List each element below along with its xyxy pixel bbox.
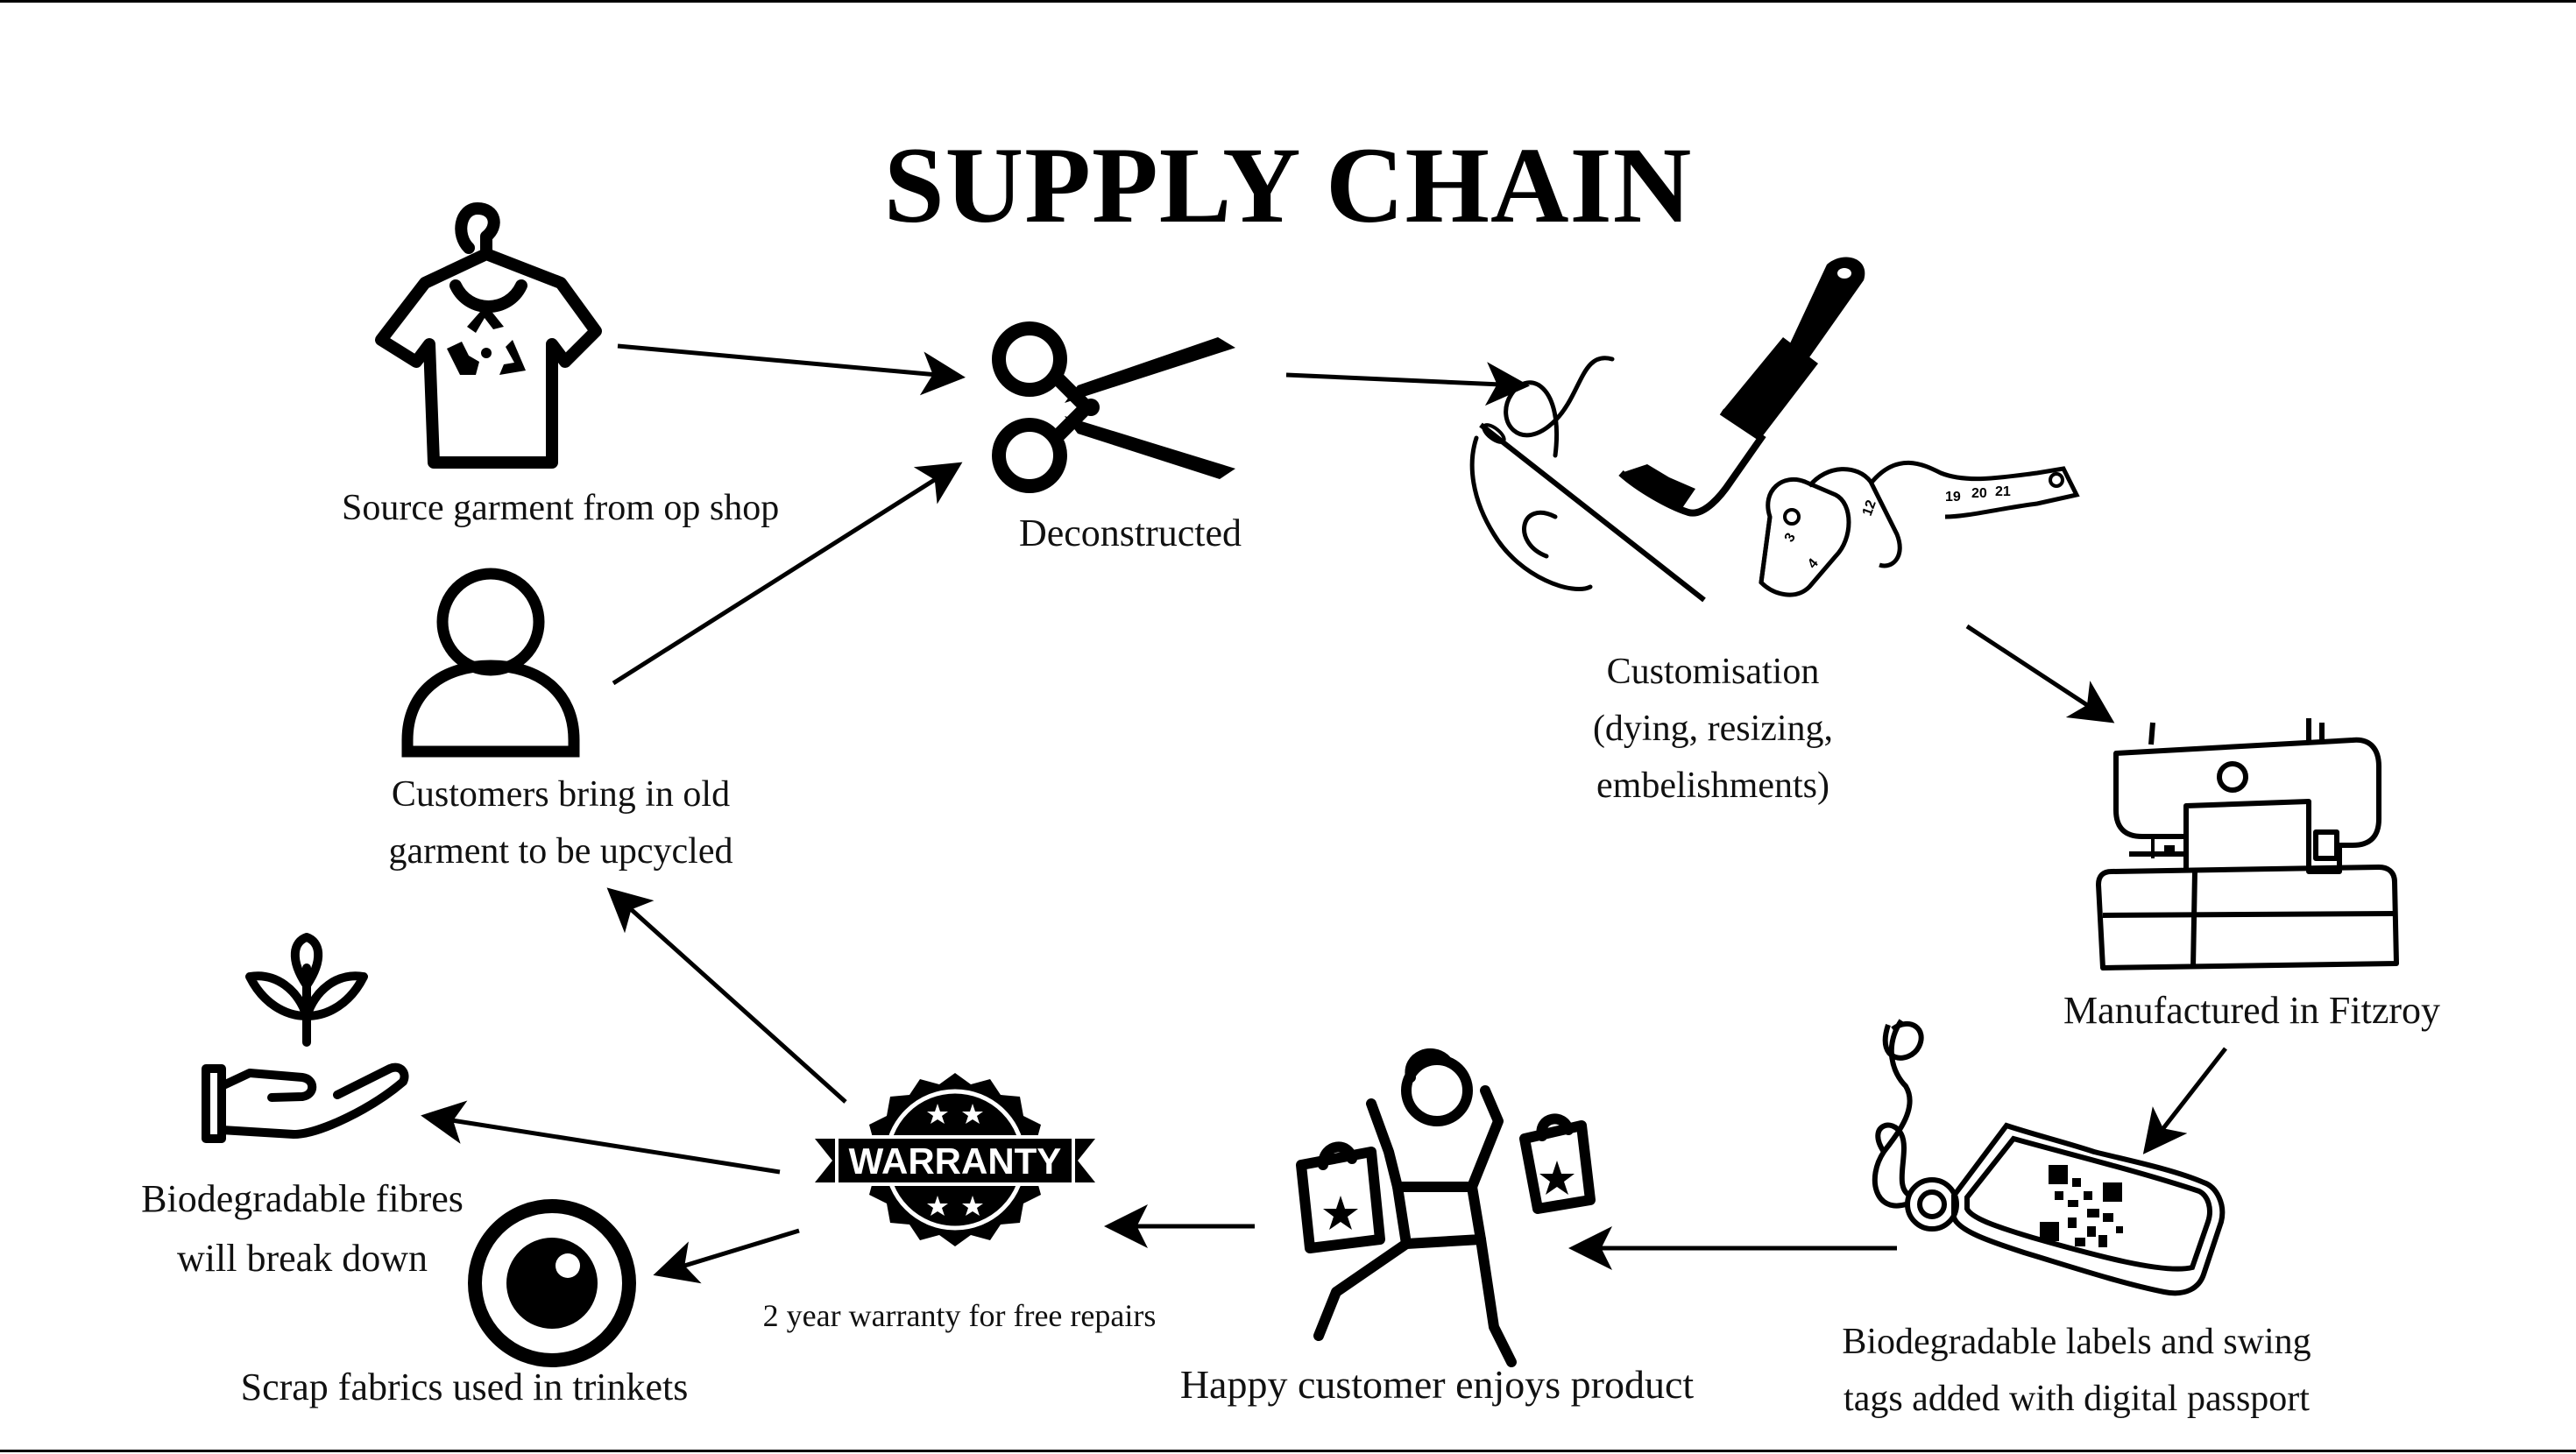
plant-in-hand-icon: [202, 933, 409, 1143]
svg-text:20: 20: [1971, 486, 1987, 501]
person-icon: [401, 568, 580, 758]
arrow-warranty-to-scrap: [653, 1228, 800, 1284]
labels-label: Biodegradable labels and swing tags adde…: [1779, 1314, 2374, 1428]
warranty-badge-icon: WARRANTY: [815, 1073, 1095, 1246]
customers-label-line1: Customers bring in old: [391, 774, 731, 815]
warranty-label: 2 year warranty for free repairs: [762, 1298, 1157, 1333]
customisation-label: Customisation (dying, resizing, embelish…: [1529, 644, 1897, 815]
swing-tag-qr-icon: [1872, 1019, 2226, 1296]
source-label: Source garment from op shop: [342, 488, 780, 528]
arrow-manufactured-to-labels: [2142, 1047, 2227, 1154]
fibres-label: Biodegradable fibres will break down: [101, 1169, 504, 1288]
svg-text:4: 4: [1805, 556, 1822, 572]
sewing-machine-icon: [2096, 718, 2399, 971]
button-icon: [468, 1199, 636, 1367]
customisation-label-line1: Customisation: [1606, 652, 1820, 692]
labels-label-line2: tags added with digital passport: [1844, 1379, 2310, 1420]
arrow-customisation-to-manufactured: [1965, 624, 2115, 723]
happy-label: Happy customer enjoys product: [1179, 1362, 1695, 1407]
arrow-source-to-deconstructed: [617, 343, 966, 396]
top-border: [0, 0, 2576, 3]
svg-text:12: 12: [1860, 498, 1879, 519]
customisation-label-line2: (dying, resizing,: [1592, 709, 1834, 750]
scissors-icon: [992, 321, 1235, 493]
needle-brush-tape-icon: 20 21 19 12 3 4: [1469, 257, 2080, 603]
manufactured-label: Manufactured in Fitzroy: [2063, 989, 2441, 1032]
customisation-label-line3: embelishments): [1596, 766, 1829, 807]
svg-text:3: 3: [1782, 531, 1799, 545]
arrow-customers-to-deconstructed: [612, 462, 963, 686]
svg-text:21: 21: [1995, 484, 2011, 499]
arrow-warranty-to-fibres: [421, 1100, 781, 1175]
fibres-label-line2: will break down: [177, 1237, 428, 1281]
fibres-label-line1: Biodegradable fibres: [141, 1177, 464, 1220]
bottom-border: [0, 1450, 2576, 1452]
customers-label: Customers bring in old garment to be upc…: [315, 766, 806, 880]
warranty-badge-text: WARRANTY: [849, 1140, 1062, 1182]
shopper-with-bags-icon: [1296, 1048, 1596, 1367]
customers-label-line2: garment to be upcycled: [388, 831, 733, 872]
diagram-title: SUPPLY CHAIN: [883, 125, 1693, 245]
scrap-label: Scrap fabrics used in trinkets: [240, 1366, 689, 1408]
labels-label-line1: Biodegradable labels and swing: [1842, 1322, 2311, 1362]
arrow-deconstructed-to-customisation: [1285, 362, 1530, 406]
deconstructed-label: Deconstructed: [1018, 512, 1242, 554]
recycled-tshirt-on-hanger-icon: [375, 202, 602, 469]
svg-text:19: 19: [1945, 490, 1961, 505]
arrow-warranty-to-customers: [606, 887, 847, 1104]
